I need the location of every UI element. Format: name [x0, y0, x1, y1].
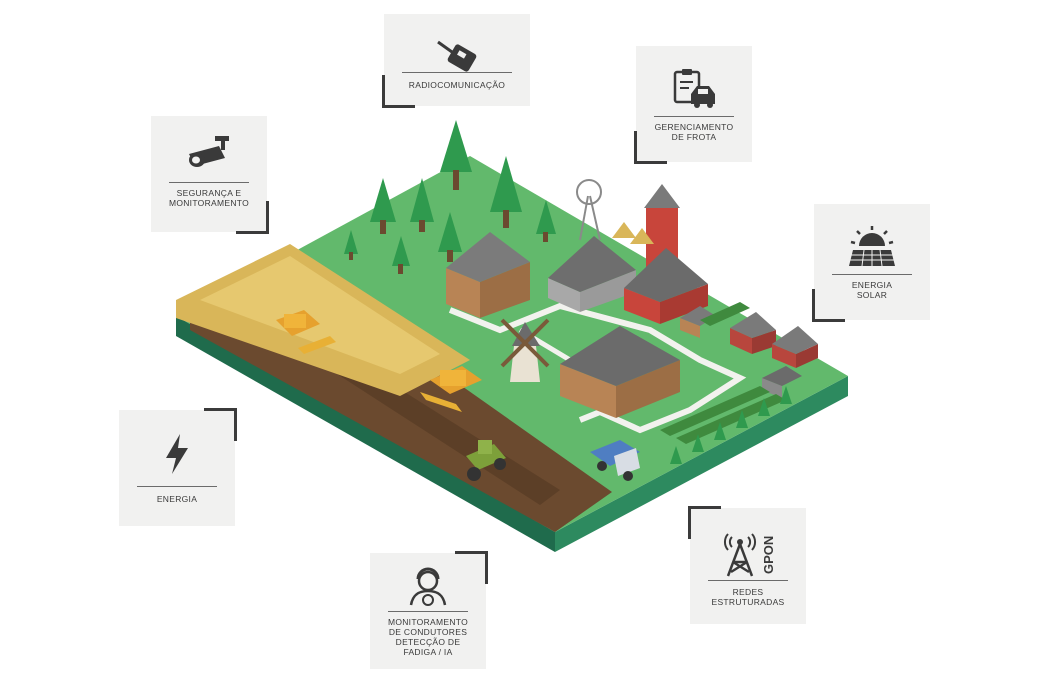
wheat-highlight	[200, 256, 440, 374]
corner-bracket	[236, 201, 269, 234]
solar-panel-sun-icon	[814, 224, 930, 268]
security-camera-icon	[151, 134, 267, 174]
crop-beds	[660, 302, 786, 444]
harvester-2	[420, 366, 482, 412]
walkie-talkie-icon	[384, 38, 530, 72]
card-label: ENERGIA SOLAR	[851, 280, 893, 300]
card-gerenciamento-frota: GERENCIAMENTO DE FROTA	[634, 46, 752, 164]
corner-bracket	[455, 551, 488, 584]
tractor	[466, 440, 506, 481]
divider	[402, 72, 512, 73]
card-energia: ENERGIA	[119, 408, 237, 526]
base-right-side	[555, 376, 848, 552]
card-monitoramento-condutores: MONITORAMENTO DE CONDUTORES DETECÇÃO DE …	[370, 551, 488, 669]
corner-bracket	[204, 408, 237, 441]
card-label: REDES ESTRUTURADAS	[711, 587, 785, 607]
hedge-trees	[670, 386, 792, 464]
card-redes-estruturadas: GPON REDES ESTRUTURADAS	[688, 506, 806, 624]
fleet-clipboard-van-icon	[636, 68, 752, 110]
divider	[654, 116, 734, 117]
windmill	[500, 318, 550, 382]
base-left-side	[176, 316, 555, 552]
divider	[137, 486, 217, 487]
corner-bracket	[634, 131, 667, 164]
corner-bracket	[688, 506, 721, 539]
card-label: RADIOCOMUNICAÇÃO	[408, 80, 506, 90]
trees	[344, 120, 556, 274]
divider	[832, 274, 912, 275]
corner-bracket	[812, 289, 845, 322]
buildings	[446, 232, 818, 418]
divider	[708, 580, 788, 581]
divider	[169, 182, 249, 183]
divider	[388, 611, 468, 612]
lightning-bolt-icon	[119, 432, 235, 476]
card-label: MONITORAMENTO DE CONDUTORES DETECÇÃO DE …	[387, 617, 469, 657]
card-seguranca-monitoramento: SEGURANÇA E MONITORAMENTO	[151, 116, 269, 234]
truck	[590, 440, 640, 481]
driver-headset-icon	[370, 567, 486, 607]
hay-bales	[612, 222, 654, 244]
corner-bracket	[382, 75, 415, 108]
gpon-antenna-tower-icon: GPON	[690, 528, 806, 578]
farm-path	[448, 302, 747, 434]
card-label: ENERGIA	[156, 494, 198, 504]
card-radiocomunicacao: RADIOCOMUNICAÇÃO	[382, 14, 530, 108]
windpump	[576, 179, 602, 241]
card-label: GERENCIAMENTO DE FROTA	[654, 122, 734, 142]
card-energia-solar: ENERGIA SOLAR	[812, 204, 930, 322]
card-label: SEGURANÇA E MONITORAMENTO	[168, 188, 250, 208]
harvester-1	[276, 310, 336, 354]
gpon-tag: GPON	[761, 536, 776, 574]
